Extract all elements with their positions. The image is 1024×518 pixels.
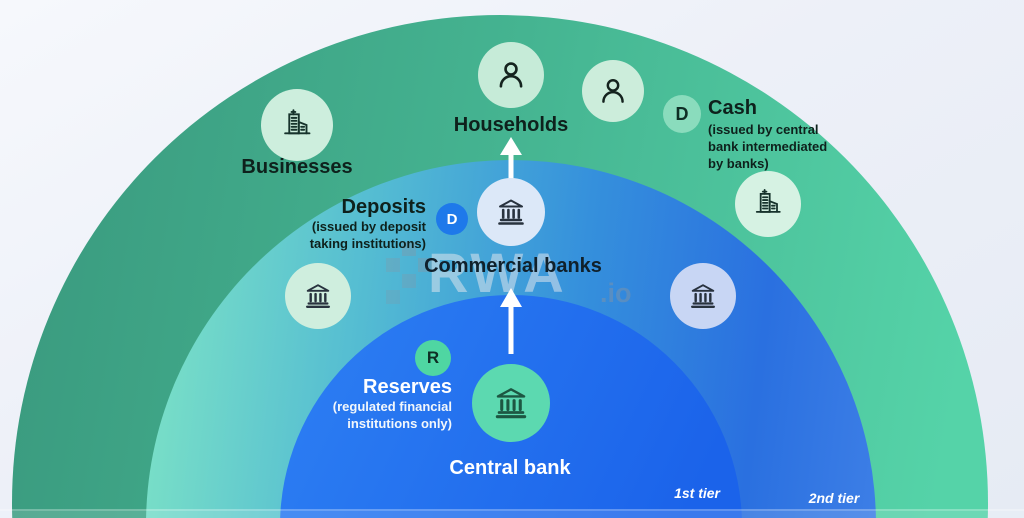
bank-icon: [498, 199, 524, 225]
building-icon: [755, 189, 781, 213]
cash-badge: D: [663, 95, 701, 133]
commercial-bank-avatar: [285, 263, 351, 329]
businesses-avatar: [735, 171, 801, 237]
cash-label-block: Cash (issued by central bank intermediat…: [708, 97, 840, 173]
floor-tint: [0, 511, 1024, 518]
households-label: Households: [453, 114, 569, 136]
watermark-tld: .io: [600, 278, 632, 308]
commercial-bank-avatar: [670, 263, 736, 329]
first-tier-caption: 1st tier: [674, 485, 720, 501]
businesses-avatar: [261, 89, 333, 161]
person-icon: [602, 78, 624, 103]
reserves-badge: R: [415, 340, 451, 376]
central-bank-avatar: [472, 364, 550, 442]
bank-icon: [691, 284, 715, 308]
deposits-badge: D: [436, 203, 468, 235]
bank-icon: [495, 388, 527, 419]
businesses-label: Businesses: [241, 156, 353, 178]
bank-icon: [306, 284, 330, 308]
person-icon: [499, 62, 523, 88]
household-avatar: [582, 60, 644, 122]
watermark-brand: RWA: [428, 241, 567, 304]
deposits-label-block: Deposits (issued by deposit taking insti…: [296, 196, 426, 253]
reserves-title: Reserves: [363, 376, 452, 398]
arrow-up-icon: [500, 288, 522, 354]
rwa-logo-icon: [386, 242, 432, 304]
commercial-bank-avatar: [477, 178, 545, 246]
floor-edge-line: [0, 509, 1024, 511]
cash-subtitle: (issued by central bank intermediated by…: [708, 122, 828, 171]
reserves-label-block: Reserves (regulated financial institutio…: [312, 376, 452, 433]
reserves-subtitle: (regulated financial institutions only): [332, 399, 452, 431]
central-bank-label: Central bank: [449, 457, 571, 479]
second-tier-caption: 2nd tier: [808, 490, 860, 506]
deposits-subtitle: (issued by deposit taking institutions): [309, 219, 426, 251]
arrow-up-icon: [500, 137, 522, 181]
commercial-banks-label: Commercial banks: [424, 255, 602, 277]
deposits-title: Deposits: [341, 196, 426, 218]
cash-title: Cash: [708, 97, 757, 119]
household-avatar: [478, 42, 544, 108]
building-icon: [284, 109, 311, 135]
